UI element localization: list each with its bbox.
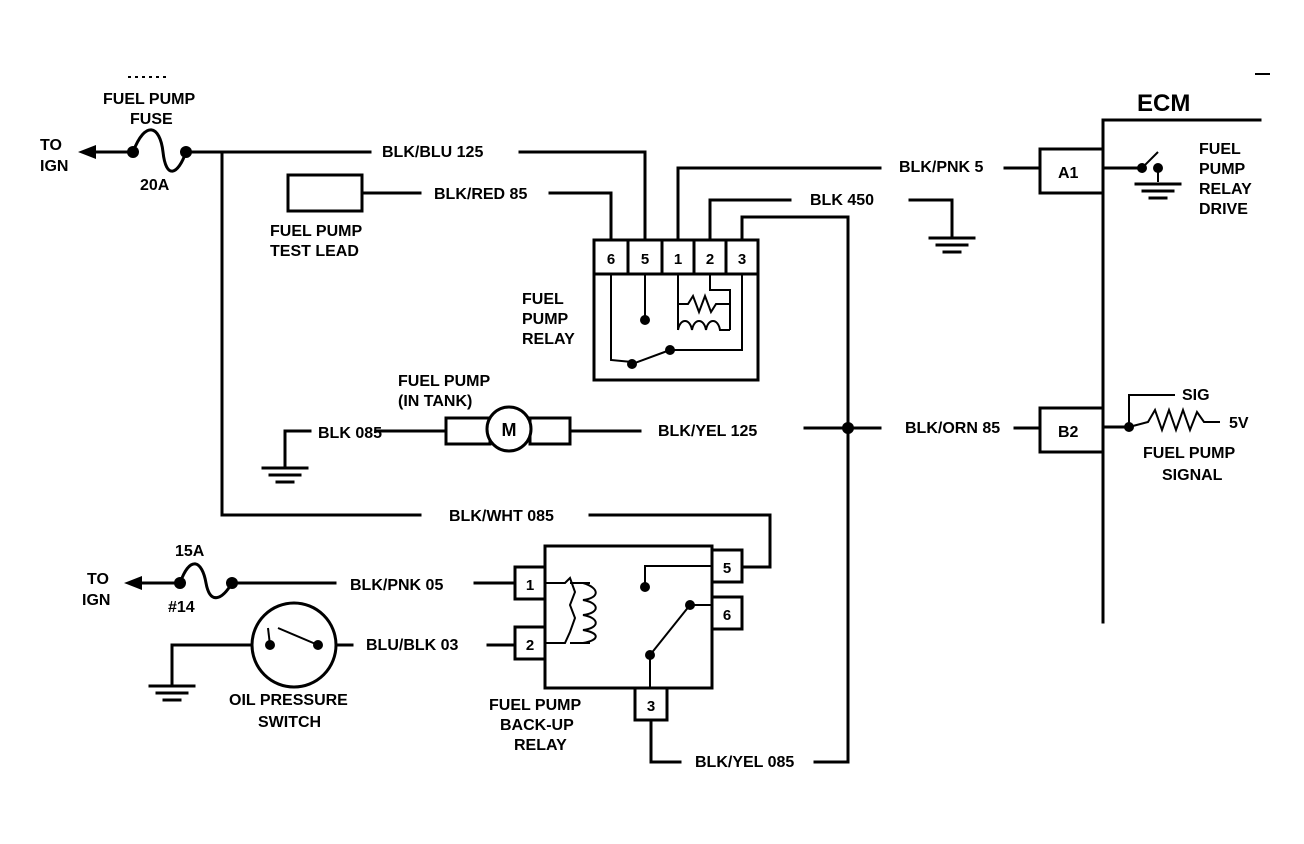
svg-text:SIG: SIG [1182,387,1210,404]
svg-text:IGN: IGN [40,158,68,175]
ground-icon [928,236,976,254]
wire-label-blk-wht-085: BLK/WHT 085 [449,508,554,525]
svg-text:DRIVE: DRIVE [1199,201,1248,218]
arrow-head-icon [124,576,142,590]
svg-text:BACK-UP: BACK-UP [500,717,574,734]
arrow-head-icon [78,145,96,159]
fuel-pump-fuse: FUEL PUMP FUSE 20A [103,91,195,194]
wire-label-blk-450: BLK 450 [810,192,874,209]
wire-label-blk-085: BLK 085 [318,425,382,442]
svg-text:20A: 20A [140,177,170,194]
svg-text:FUEL: FUEL [522,291,564,308]
svg-text:#14: #14 [168,599,195,616]
svg-text:TO: TO [40,137,62,154]
svg-text:2: 2 [526,637,534,654]
wire-label-blk-pnk-5: BLK/PNK 5 [899,159,984,176]
svg-text:PUMP: PUMP [1199,161,1246,178]
svg-text:PUMP: PUMP [522,311,569,328]
svg-text:6: 6 [607,251,615,268]
ground-icon [261,466,309,484]
fuel-pump-backup-relay: 1 2 5 6 3 FUEL PUMP BACK-UP RELAY [489,544,744,754]
svg-text:FUEL PUMP: FUEL PUMP [270,223,362,240]
svg-text:IGN: IGN [82,592,110,609]
ground-icon [1134,182,1182,200]
wire-label-blk-yel-125: BLK/YEL 125 [658,423,757,440]
oil-pressure-switch: OIL PRESSURE SWITCH [229,601,348,731]
svg-text:SIGNAL: SIGNAL [1162,467,1223,484]
svg-text:FUEL PUMP: FUEL PUMP [1143,445,1235,462]
wire-label-blk-pnk-05: BLK/PNK 05 [350,577,443,594]
fuel-pump-relay: 6 5 1 2 3 FUEL PUMP RELAY [522,238,760,382]
svg-text:6: 6 [723,607,731,624]
svg-text:RELAY: RELAY [522,331,575,348]
svg-text:5V: 5V [1229,415,1249,432]
svg-text:FUEL: FUEL [1199,141,1241,158]
svg-text:TEST LEAD: TEST LEAD [270,243,359,260]
svg-text:FUEL PUMP: FUEL PUMP [489,697,581,714]
wire-label-blk-blu-125: BLK/BLU 125 [382,144,483,161]
ecm: ECM A1 B2 FUEL PUMP RELAY DRIVE SIG 5V F… [1038,73,1270,624]
svg-text:FUEL PUMP: FUEL PUMP [103,91,195,108]
svg-text:5: 5 [641,251,649,268]
ground-icon [148,684,196,702]
backup-fuse: 15A #14 [168,543,238,616]
svg-text:1: 1 [526,577,534,594]
svg-text:1: 1 [674,251,682,268]
svg-text:OIL PRESSURE: OIL PRESSURE [229,692,348,709]
wire-label-blk-red-85: BLK/RED 85 [434,186,527,203]
svg-text:RELAY: RELAY [1199,181,1252,198]
svg-text:15A: 15A [175,543,205,560]
ecm-title: ECM [1137,90,1190,117]
svg-text:(IN TANK): (IN TANK) [398,393,472,410]
wire-label-blk-orn-85: BLK/ORN 85 [905,420,1000,437]
ecm-pin-a1: A1 [1058,165,1079,182]
svg-text:RELAY: RELAY [514,737,567,754]
svg-text:3: 3 [738,251,746,268]
fuel-pump-motor: FUEL PUMP (IN TANK) M [398,373,572,453]
svg-text:FUSE: FUSE [130,111,173,128]
svg-text:3: 3 [647,698,655,715]
svg-text:SWITCH: SWITCH [258,714,321,731]
fuel-pump-test-lead: FUEL PUMP TEST LEAD [270,173,364,260]
svg-text:M: M [502,420,517,440]
svg-text:2: 2 [706,251,714,268]
wire-label-blk-yel-085: BLK/YEL 085 [695,754,794,771]
to-ign-bottom: TO IGN [82,571,182,609]
svg-text:FUEL PUMP: FUEL PUMP [398,373,490,390]
ecm-pin-b2: B2 [1058,424,1079,441]
to-ign-top: TO IGN [40,137,135,175]
svg-text:5: 5 [723,560,731,577]
wire-label-blu-blk-03: BLU/BLK 03 [366,637,459,654]
svg-text:TO: TO [87,571,109,588]
